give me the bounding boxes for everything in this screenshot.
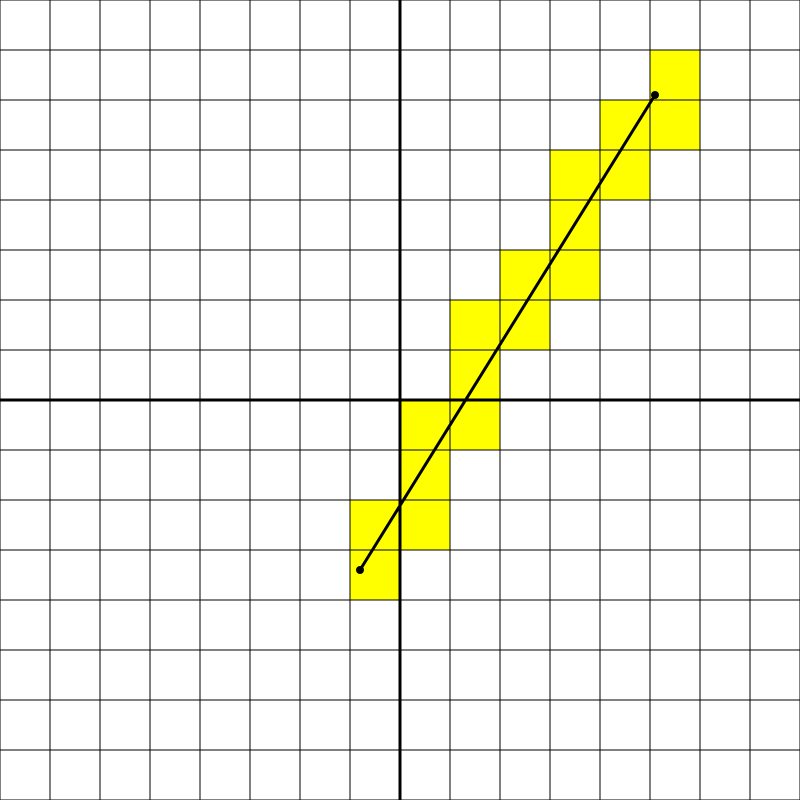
segment-start-point [356,566,364,574]
highlighted-cell [450,300,500,350]
highlighted-cell [550,150,600,200]
segment-end-point [651,91,659,99]
highlighted-cell [600,150,650,200]
line-segment [358,93,657,572]
highlighted-cell [400,500,450,550]
highlighted-cell [500,300,550,350]
highlighted-cell [350,550,400,600]
highlighted-cell [650,100,700,150]
highlighted-cell [350,500,400,550]
highlighted-cell [400,400,450,450]
highlighted-cell [450,400,500,450]
segment-layer [356,91,659,574]
highlighted-cell [550,250,600,300]
highlighted-cell [650,50,700,100]
